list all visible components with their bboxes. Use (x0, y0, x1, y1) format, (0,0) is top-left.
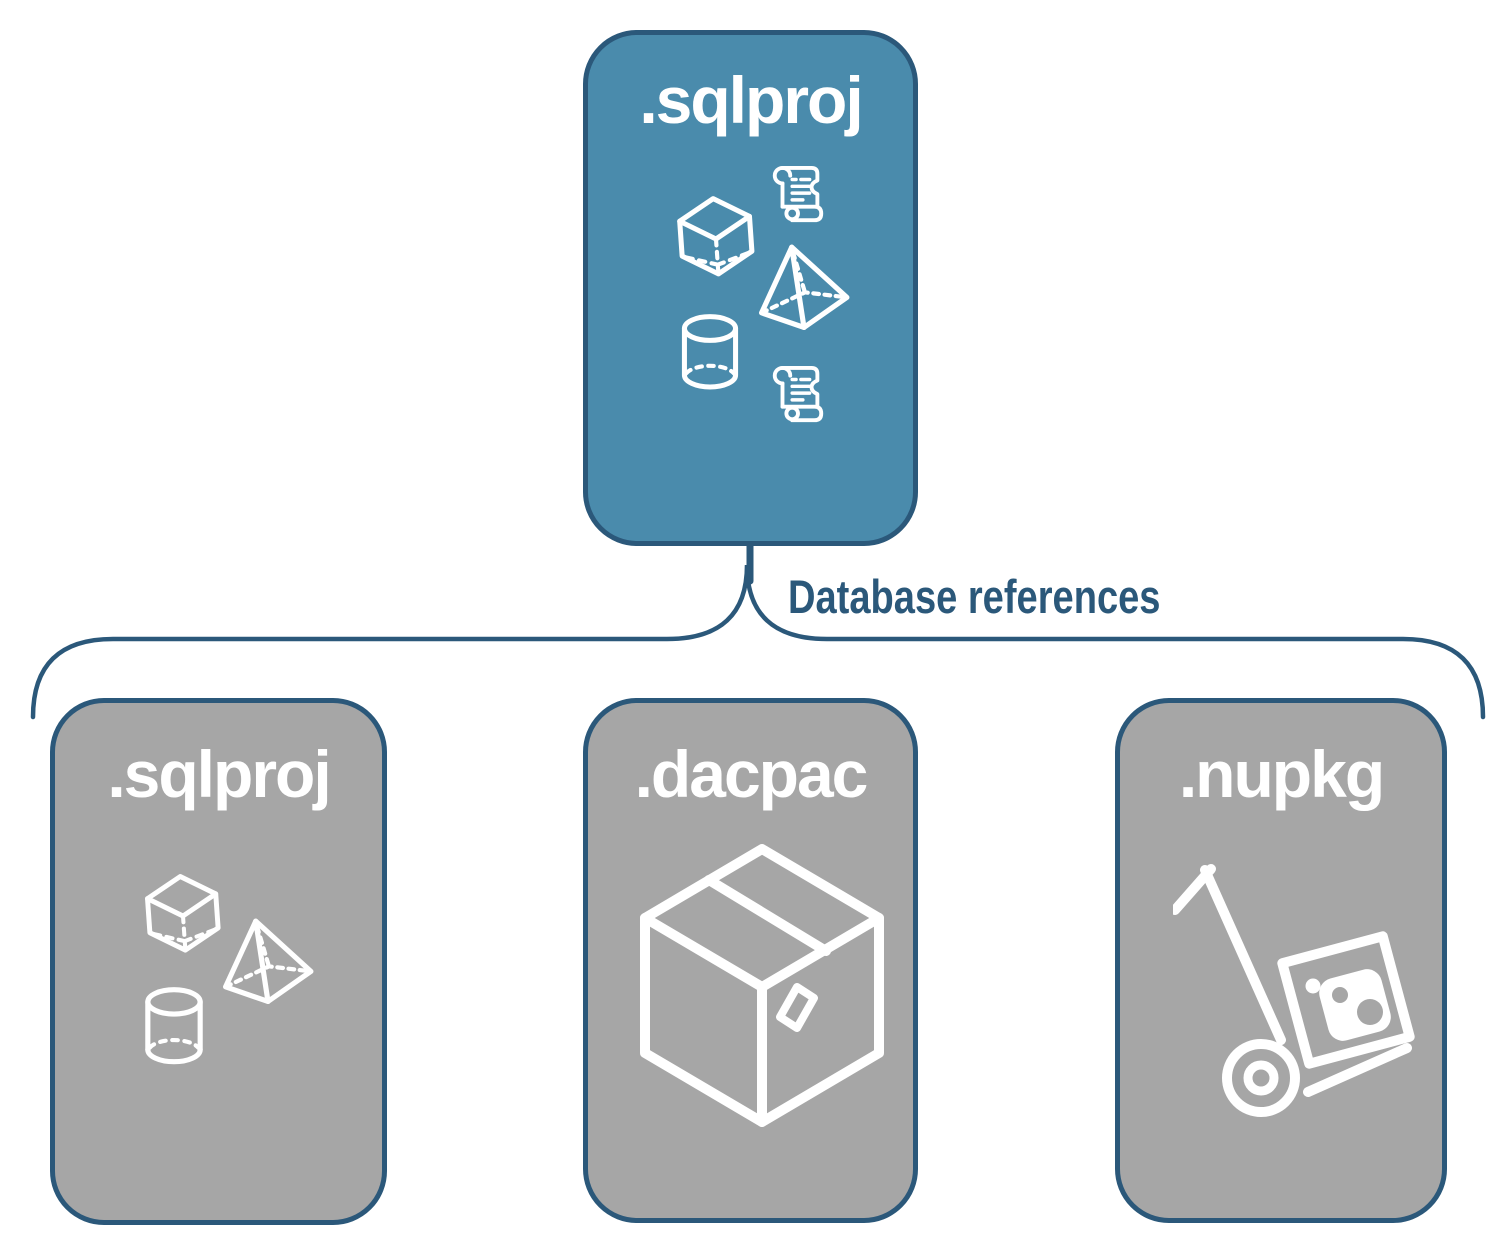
nuget-hand-truck-icon (1173, 864, 1415, 1117)
card-nupkg: .nupkg (1115, 698, 1447, 1223)
box-lid-flap-line (704, 875, 831, 956)
cube-icon (677, 196, 755, 277)
brace-connector (30, 541, 1486, 720)
pyramid-icon (759, 244, 850, 331)
card-sqlproj-main: .sqlproj (583, 30, 918, 546)
cylinder-icon (145, 987, 203, 1065)
dolly-wheel-hub (1243, 1060, 1279, 1096)
card-title: .dacpac (634, 737, 869, 811)
nuget-logo-square (1319, 969, 1391, 1041)
cylinder-icon (681, 314, 739, 390)
card-sqlproj-reference: .sqlproj (50, 698, 387, 1225)
box-label-diamond (776, 983, 818, 1032)
nuget-logo-dot (1305, 978, 1321, 994)
card-title: .nupkg (1178, 737, 1385, 811)
nuget-logo-hole-small (1332, 987, 1348, 1003)
script-scroll-icon (772, 365, 824, 423)
package-box-icon (640, 844, 884, 1127)
card-title: .sqlproj (639, 63, 863, 137)
connector-label: Database references (788, 570, 1161, 623)
dolly-wheel-outer (1222, 1039, 1300, 1117)
brace-path (30, 564, 1486, 720)
cube-icon (145, 874, 221, 953)
nuget-logo-hole-large (1357, 999, 1383, 1025)
dolly-rail (1200, 865, 1286, 1045)
pyramid-icon (223, 918, 314, 1005)
dolly-base-plate (1303, 1043, 1412, 1097)
dolly-package-outline (1277, 931, 1415, 1069)
card-dacpac: .dacpac (583, 698, 918, 1223)
card-title: .sqlproj (107, 737, 331, 811)
script-scroll-icon (772, 165, 824, 223)
